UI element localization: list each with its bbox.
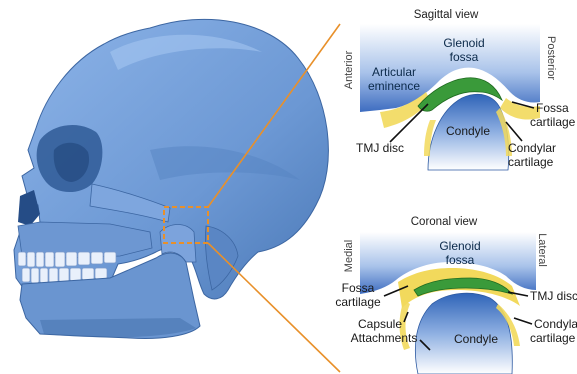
sag-condylar-l1: Condylar	[508, 141, 556, 155]
sag-tmj-disc-label: TMJ disc	[356, 141, 404, 155]
cor-capsule-l2: Attachments	[351, 331, 418, 345]
medial-label: Medial	[343, 240, 355, 272]
cor-condylar-l2: cartilage	[530, 331, 576, 345]
cor-capsule-l1: Capsule	[358, 317, 402, 331]
coronal-title: Coronal view	[411, 216, 478, 228]
cor-glenoid-l2: fossa	[446, 253, 475, 267]
sag-articular-l2: eminence	[368, 79, 420, 93]
cor-condylar-l1: Condylar	[534, 317, 577, 331]
skull-illustration	[14, 19, 328, 338]
sag-fossa-l2: cartilage	[530, 115, 576, 129]
cor-fossa-l2: cartilage	[335, 295, 381, 309]
cor-condylar-pointer	[514, 318, 532, 324]
sag-fossa-l1: Fossa	[536, 101, 569, 115]
sagittal-view: Sagittal view Anterior Posterior Glenoid…	[343, 9, 576, 170]
anterior-label: Anterior	[343, 50, 355, 89]
lateral-label: Lateral	[536, 233, 548, 267]
cor-condyle-label: Condyle	[454, 332, 498, 346]
sag-condyle-label: Condyle	[446, 124, 490, 138]
cor-fossa-l1: Fossa	[342, 281, 375, 295]
sag-glenoid-l2: fossa	[450, 50, 479, 64]
guide-line-bottom	[208, 243, 340, 372]
sag-condylar-l2: cartilage	[508, 155, 554, 169]
posterior-label: Posterior	[545, 36, 557, 80]
cor-glenoid-l1: Glenoid	[439, 239, 480, 253]
sagittal-title: Sagittal view	[414, 9, 479, 21]
sag-glenoid-l1: Glenoid	[443, 36, 484, 50]
cor-tmj-disc-label: TMJ disc	[530, 289, 577, 303]
coronal-view: Coronal view Medial Lateral Glenoid foss…	[335, 216, 577, 374]
sag-articular-l1: Articular	[372, 65, 416, 79]
